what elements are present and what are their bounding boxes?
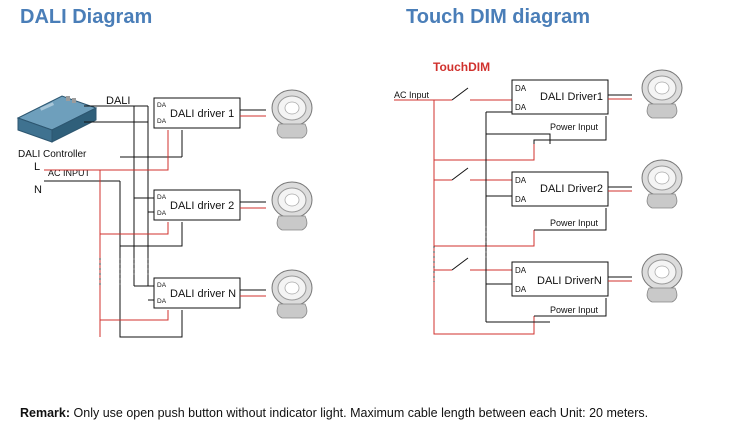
dali-driver-label: DALI driver N — [170, 288, 236, 300]
dali-driver-box: DA DA DALI driver 2 — [153, 189, 241, 221]
touch-driver-label: DALI Driver2 — [540, 183, 603, 195]
downlight-lamp-icon — [641, 69, 683, 119]
port-da-label: DA — [515, 103, 527, 112]
downlight-lamp-icon — [271, 269, 313, 319]
touch-driver-box: DA DA DALI Driver2 Power Input — [511, 171, 609, 228]
remark-text: Only use open push button without indica… — [73, 406, 649, 420]
touch-driver-label: DALI Driver1 — [540, 91, 603, 103]
dali-controller-device — [16, 95, 98, 143]
port-da-label: DA — [515, 84, 527, 93]
push-button-switch-icon — [451, 87, 469, 271]
neutral-label: N — [34, 184, 42, 196]
touch-ac-input-label: AC Input — [394, 90, 430, 100]
touch-driver-box: DA DA DALI DriverN Power Input — [511, 261, 609, 315]
dali-lamp-leads — [240, 109, 266, 297]
downlight-lamp-icon — [641, 253, 683, 303]
dali-continuation-dots — [99, 258, 149, 288]
port-da-label: DA — [515, 285, 527, 294]
touch-driver-label: DALI DriverN — [537, 275, 602, 287]
remark-note: Remark: Only use open push button withou… — [20, 406, 648, 420]
power-input-connections — [533, 116, 607, 317]
port-da-label: DA — [157, 102, 167, 109]
dali-neutral-bus-wiring — [44, 105, 183, 338]
dali-diagram: DALI Controller DALI L N AC INPUT — [16, 89, 313, 338]
dali-driver-box: DA DA DALI driver N — [153, 277, 241, 309]
touchdim-label: TouchDIM — [433, 60, 490, 74]
live-label: L — [34, 161, 40, 173]
port-da-label: DA — [157, 210, 167, 217]
dali-driver-label: DALI driver 1 — [170, 108, 234, 120]
touch-live-wiring — [394, 88, 535, 335]
dali-driver-box: DA DA DALI driver 1 — [153, 97, 241, 129]
dali-diagram-title: DALI Diagram — [20, 6, 153, 28]
power-input-label: Power Input — [550, 122, 599, 132]
dali-ac-input-label: AC INPUT — [48, 168, 91, 178]
touch-driver-box: DA DA DALI Driver1 Power Input — [511, 79, 609, 132]
port-da-label: DA — [515, 195, 527, 204]
downlight-lamp-icon — [271, 89, 313, 139]
dali-driver-label: DALI driver 2 — [170, 200, 234, 212]
power-input-label: Power Input — [550, 218, 599, 228]
touch-da-bus-wiring — [485, 111, 551, 323]
port-da-label: DA — [157, 194, 167, 201]
dali-live-wiring — [44, 130, 169, 337]
downlight-lamp-icon — [641, 159, 683, 209]
downlight-lamp-icon — [271, 181, 313, 231]
touch-dim-diagram-title: Touch DIM diagram — [406, 6, 591, 28]
port-da-label: DA — [515, 266, 527, 275]
dali-controller-label: DALI Controller — [18, 149, 87, 160]
touch-dim-diagram: TouchDIM AC Input — [394, 60, 683, 335]
dali-bus-label: DALI — [106, 95, 130, 107]
port-da-label: DA — [515, 176, 527, 185]
power-input-label: Power Input — [550, 305, 599, 315]
touch-continuation-dots — [433, 226, 487, 282]
remark-label: Remark: — [20, 406, 71, 420]
port-da-label: DA — [157, 282, 167, 289]
touch-lamp-leads — [608, 94, 632, 282]
port-da-label: DA — [157, 118, 167, 125]
port-da-label: DA — [157, 298, 167, 305]
